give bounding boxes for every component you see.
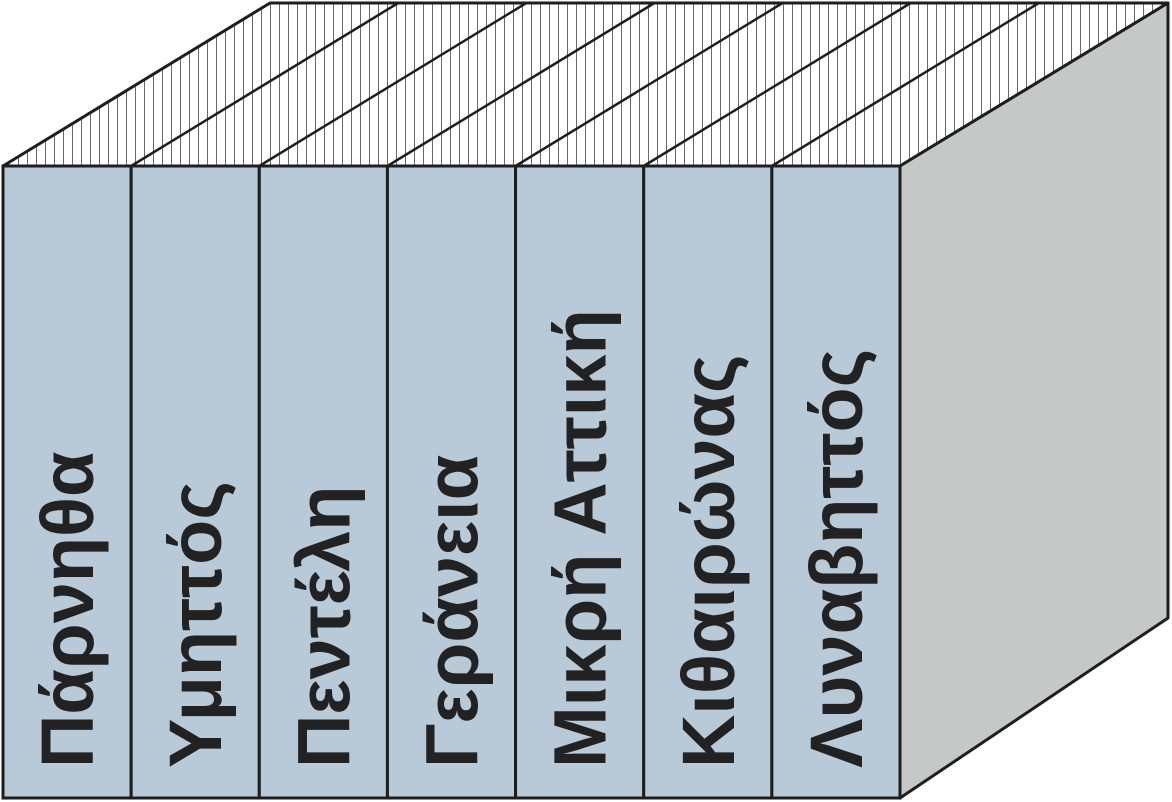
spine-rect — [770, 164, 902, 800]
spine-rect — [514, 164, 646, 800]
book-spine: Πεντέλη — [257, 164, 389, 800]
book-spine: Κιθαιρώνας — [642, 164, 774, 800]
spine-label: Γεράνεια — [411, 455, 494, 768]
spine-rect — [385, 164, 518, 800]
spine-rect — [129, 164, 261, 800]
spine-label: Πάρνηθα — [26, 451, 109, 768]
top-divider — [514, 1, 784, 168]
book-spines: Πάρνηθα Υμηττός Πεντέλη Γεράνεια Μικρή Αττικ… — [1, 164, 902, 800]
top-face-dividers — [130, 1, 1040, 168]
book-spine: Υμηττός — [129, 164, 261, 800]
spine-label: Υμηττός — [154, 481, 237, 768]
book-spine: Μικρή Αττική — [514, 164, 646, 800]
spine-label: Πεντέλη — [282, 485, 365, 768]
top-divider — [258, 1, 527, 168]
spine-label: Λυναβηττός — [795, 349, 878, 768]
spine-rect — [1, 164, 133, 800]
spine-label: Κιθαιρώνας — [667, 355, 750, 768]
book-spine: Λυναβηττός — [770, 164, 902, 800]
spine-label: Μικρή Αττική — [539, 309, 622, 768]
top-divider — [130, 1, 399, 168]
top-divider — [386, 1, 656, 168]
spine-rect — [257, 164, 389, 800]
book-spine: Πάρνηθα — [1, 164, 133, 800]
top-divider — [643, 1, 912, 168]
top-divider — [771, 1, 1040, 168]
book-spine: Γεράνεια — [385, 164, 518, 800]
